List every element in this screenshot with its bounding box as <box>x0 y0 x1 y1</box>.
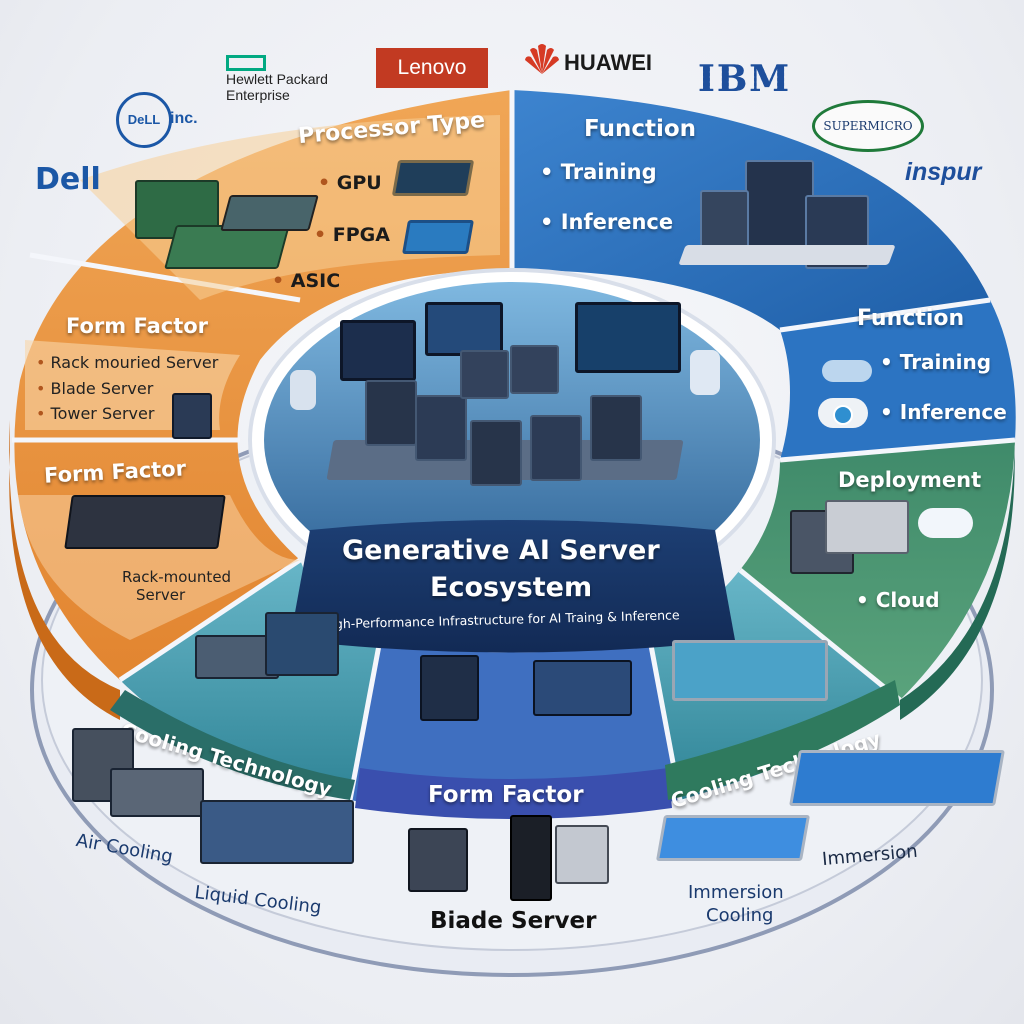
robot-icon <box>290 370 316 410</box>
gpu-chip-icon <box>391 160 475 196</box>
form-factor-item-tower: Tower Server <box>36 404 155 423</box>
data-center-icon <box>825 500 909 554</box>
title-line-1: Generative AI Server <box>342 535 660 566</box>
server-rack-icon <box>533 660 632 716</box>
dell-inc-text: inc. <box>170 110 198 127</box>
cooling-right-item-immersion-cooling: Immersion <box>688 882 784 903</box>
blade-server-icon <box>408 828 468 892</box>
dell-inc-logo: DeLL <box>116 92 172 148</box>
server-rack-icon <box>470 420 522 486</box>
cloud-icon <box>918 508 973 538</box>
monitor-icon <box>425 302 503 356</box>
liquid-cooling-unit-icon <box>200 800 354 864</box>
function-right-item-inference: Inference <box>880 400 1007 424</box>
processor-module-icon <box>220 195 319 231</box>
monitor-icon <box>340 320 416 381</box>
form-factor-item-blade: Blade Server <box>36 379 154 398</box>
title-line-2: Ecosystem <box>430 572 593 603</box>
segment-deployment <box>740 440 1015 700</box>
server-rack-icon <box>420 655 479 721</box>
circuit-board-icon <box>164 225 290 269</box>
hpe-line-1: Hewlett Packard <box>226 71 328 87</box>
immersion-tank-icon <box>789 750 1005 806</box>
function-right-item-training: Training <box>880 350 991 374</box>
immersion-tank-icon <box>672 640 828 701</box>
air-cooling-unit-icon <box>72 728 134 802</box>
ibm-logo: IBM <box>698 58 792 100</box>
server-module-icon <box>265 612 339 676</box>
server-rack-icon <box>365 380 417 446</box>
monitor-icon <box>575 302 681 373</box>
huawei-logo: HUAWEI <box>564 50 652 75</box>
processor-item-fpga: • FPGA <box>314 224 390 246</box>
function-top-item-inference: Inference <box>540 210 673 234</box>
processor-item-label: ASIC <box>290 270 341 292</box>
server-rack-icon <box>415 395 467 461</box>
function-top-header: Function <box>584 116 697 142</box>
air-cooling-unit-icon <box>110 768 204 817</box>
form-factor-left2-item-line-2: Server <box>136 586 186 604</box>
lenovo-logo: Lenovo <box>376 48 488 88</box>
deployment-item-cloud: Cloud <box>856 588 940 612</box>
form-factor-left-header: Form Factor <box>66 314 209 338</box>
rack-mounted-server-icon <box>64 495 226 549</box>
form-factor-bottom-header: Form Factor <box>428 782 584 808</box>
server-rack-icon <box>510 345 559 394</box>
server-rack-icon <box>590 395 642 461</box>
huawei-petals-icon <box>524 42 560 76</box>
title-banner <box>290 520 735 653</box>
server-rack-icon <box>530 415 582 481</box>
form-factor-left2-item: Rack-mounted Server <box>122 568 231 604</box>
inspur-logo: inspur <box>905 158 982 186</box>
deployment-header: Deployment <box>838 468 982 492</box>
form-factor-left2-item-line-1: Rack-mounted <box>122 568 232 586</box>
tower-server-icon <box>555 825 609 884</box>
dell-inc-logo-inner: DeLL <box>127 112 161 127</box>
server-base-platform <box>678 245 896 265</box>
hpe-line-2: Enterprise <box>226 87 290 103</box>
inference-eye-icon <box>818 398 868 428</box>
form-factor-bottom-item-blade: Biade Server <box>430 908 597 934</box>
function-top-item-training: Training <box>540 160 657 184</box>
rack-server-icon <box>510 815 552 901</box>
server-rack-icon <box>460 350 509 399</box>
fpga-chip-icon <box>402 220 474 254</box>
processor-item-gpu: • GPU <box>318 172 382 194</box>
immersion-tank-icon <box>655 815 811 861</box>
supermicro-logo: SUPERMICRO <box>812 100 924 152</box>
hpe-rectangle-icon <box>226 55 266 71</box>
hpe-logo: Hewlett Packard Enterprise <box>226 71 328 103</box>
tower-server-icon <box>172 393 212 439</box>
neural-network-icon <box>822 360 872 382</box>
dell-logo: Dell <box>35 162 101 197</box>
cooling-right-item-immersion-cooling-line2: Cooling <box>706 905 774 926</box>
processor-item-asic: • ASIC <box>272 270 341 292</box>
function-right-header: Function <box>857 306 965 331</box>
processor-item-label: FPGA <box>332 224 390 246</box>
processor-item-label: GPU <box>336 172 382 194</box>
form-factor-item-rack: Rack mouried Server <box>36 353 219 372</box>
robot-icon <box>690 350 720 395</box>
